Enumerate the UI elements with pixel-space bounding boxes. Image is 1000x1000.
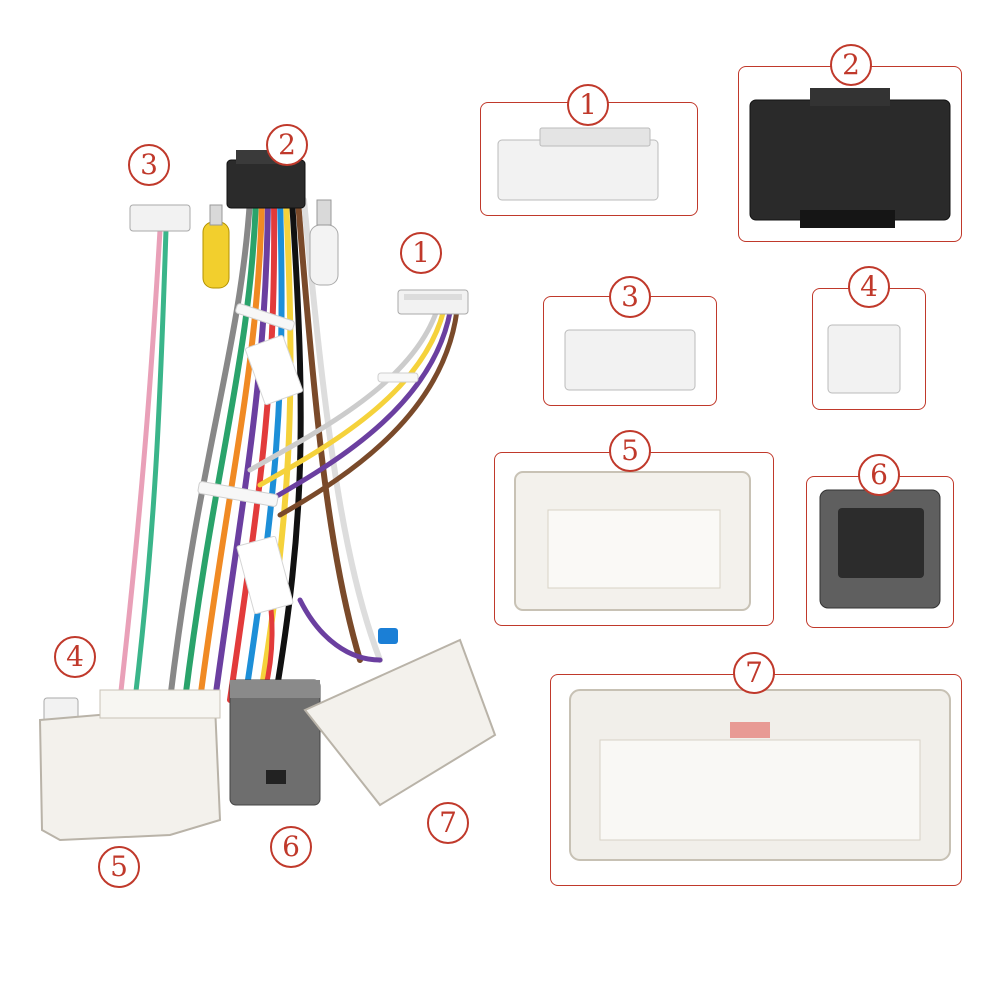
callout-3: 3 <box>128 144 170 186</box>
harness-connector-3 <box>129 204 191 232</box>
detail-box-2 <box>738 66 962 242</box>
callout-6: 6 <box>270 826 312 868</box>
callout-5: 5 <box>98 846 140 888</box>
rca-plug-yellow <box>202 204 230 289</box>
detail-box-6 <box>806 476 954 628</box>
detail-callout-3: 3 <box>609 276 651 318</box>
detail-connector-3 <box>564 329 696 391</box>
detail-callout-1: 1 <box>567 84 609 126</box>
callout-4: 4 <box>54 636 96 678</box>
detail-box-7 <box>550 674 962 886</box>
detail-connector-7 <box>569 689 951 861</box>
harness-connector-6 <box>229 679 321 806</box>
detail-connector-5 <box>514 471 751 611</box>
harness-connector-5 <box>38 689 222 842</box>
cable-ties <box>197 303 419 507</box>
detail-callout-5: 5 <box>609 430 651 472</box>
harness-wires <box>117 197 461 703</box>
callout-7: 7 <box>427 802 469 844</box>
rca-plug-white <box>309 199 339 286</box>
harness-connector-1 <box>397 289 469 315</box>
detail-connector-1 <box>497 127 659 201</box>
detail-callout-2: 2 <box>830 44 872 86</box>
callout-1: 1 <box>400 232 442 274</box>
detail-callout-4: 4 <box>848 266 890 308</box>
detail-connector-2 <box>749 88 951 228</box>
harness-connector-7 <box>303 628 497 807</box>
detail-callout-7: 7 <box>733 652 775 694</box>
wire-labels <box>236 335 303 615</box>
detail-callout-6: 6 <box>858 454 900 496</box>
detail-box-5 <box>494 452 774 626</box>
callout-2: 2 <box>266 124 308 166</box>
detail-connector-4 <box>827 324 901 394</box>
